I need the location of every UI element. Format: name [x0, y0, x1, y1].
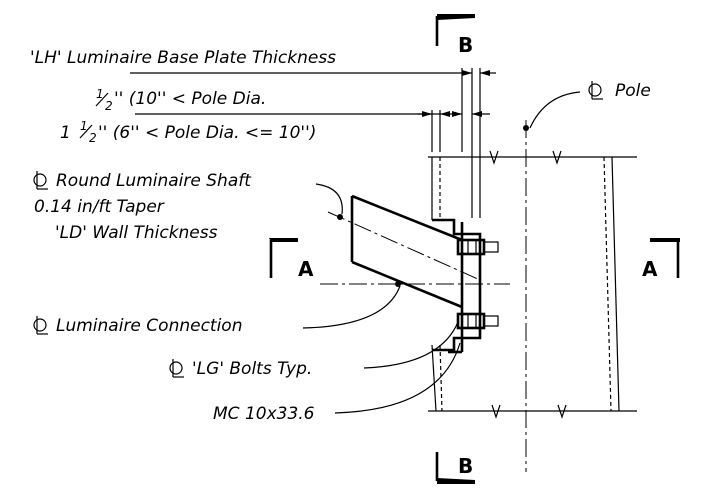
section-a-right-label: A — [642, 257, 658, 281]
bolts-leader — [363, 321, 459, 369]
pole-label: Pole — [615, 81, 651, 101]
pole — [428, 120, 637, 472]
bolts-label: 'LG' Bolts Typ. — [192, 359, 312, 379]
break-mark — [552, 150, 562, 165]
shaft-centerline — [327, 211, 481, 281]
bolt-top-nut — [483, 241, 499, 253]
one-half-frac-den: 2 — [89, 131, 97, 145]
one-half-frac-num: 1 — [80, 119, 88, 133]
section-b-bottom-arrow — [437, 478, 475, 484]
section-a-left-arrow — [269, 238, 298, 242]
centerline-symbol — [588, 81, 603, 100]
shaft-top-edge — [351, 194, 463, 242]
dim-arrow — [422, 111, 432, 117]
section-b-top-label: B — [458, 33, 473, 57]
pole-right-wall — [611, 156, 620, 412]
half-inch-frac-den: 2 — [105, 99, 113, 113]
one-half-prefix: 1 — [60, 123, 71, 143]
connection-leader — [302, 285, 401, 329]
centerline-symbol — [169, 359, 184, 378]
leaders — [302, 91, 581, 414]
pole-right-wall-inner — [603, 156, 612, 412]
channel-label: MC 10x33.6 — [213, 404, 315, 424]
dim-arrow — [452, 111, 462, 117]
section-b-bottom-label: B — [458, 454, 473, 478]
half-inch-frac-num: 1 — [96, 87, 104, 101]
shaft-cl-dot — [337, 214, 343, 220]
labels: 'LH' Luminaire Base Plate Thickness 1 2 … — [30, 48, 651, 424]
break-mark — [489, 150, 499, 165]
pole-leader — [529, 91, 581, 129]
channel-connection — [432, 218, 482, 354]
pole-left-wall — [431, 344, 437, 412]
break-mark — [491, 404, 501, 419]
section-a: A A — [269, 238, 680, 281]
frac-slash — [95, 92, 109, 107]
channel-mc — [432, 218, 482, 352]
section-a-left-label: A — [298, 257, 314, 281]
dim-arrow — [462, 70, 472, 76]
connection-cl-dot — [395, 281, 401, 287]
dim-arrow — [480, 70, 490, 76]
connection-label: Luminaire Connection — [56, 316, 243, 336]
section-b-top-arrow — [437, 14, 475, 20]
shaft-label-1: Round Luminaire Shaft — [56, 171, 252, 191]
centerline-symbol — [33, 316, 48, 335]
one-half-label: '' (6'' < Pole Dia. <= 10'') — [98, 123, 316, 143]
shaft-leader — [315, 183, 343, 215]
section-b: B B — [435, 14, 475, 484]
frac-slash — [79, 124, 93, 139]
bolt-bottom-nut — [483, 315, 499, 327]
half-inch-label: '' (10'' < Pole Dia. — [114, 89, 266, 109]
centerline-symbol — [33, 171, 48, 190]
pole-cl-dot — [523, 125, 529, 131]
centerline-symbols — [33, 81, 603, 378]
dim-arrow — [440, 111, 450, 117]
section-a-right-arrow — [650, 238, 680, 242]
base-plate-label: 'LH' Luminaire Base Plate Thickness — [30, 48, 336, 68]
shaft-label-2: 0.14 in/ft Taper — [34, 197, 165, 217]
dim-arrow — [472, 111, 482, 117]
shaft-label-3: 'LD' Wall Thickness — [55, 223, 218, 243]
dimensions — [130, 68, 496, 218]
channel-leader — [334, 342, 461, 414]
break-mark — [557, 404, 567, 419]
bolts — [456, 238, 499, 330]
